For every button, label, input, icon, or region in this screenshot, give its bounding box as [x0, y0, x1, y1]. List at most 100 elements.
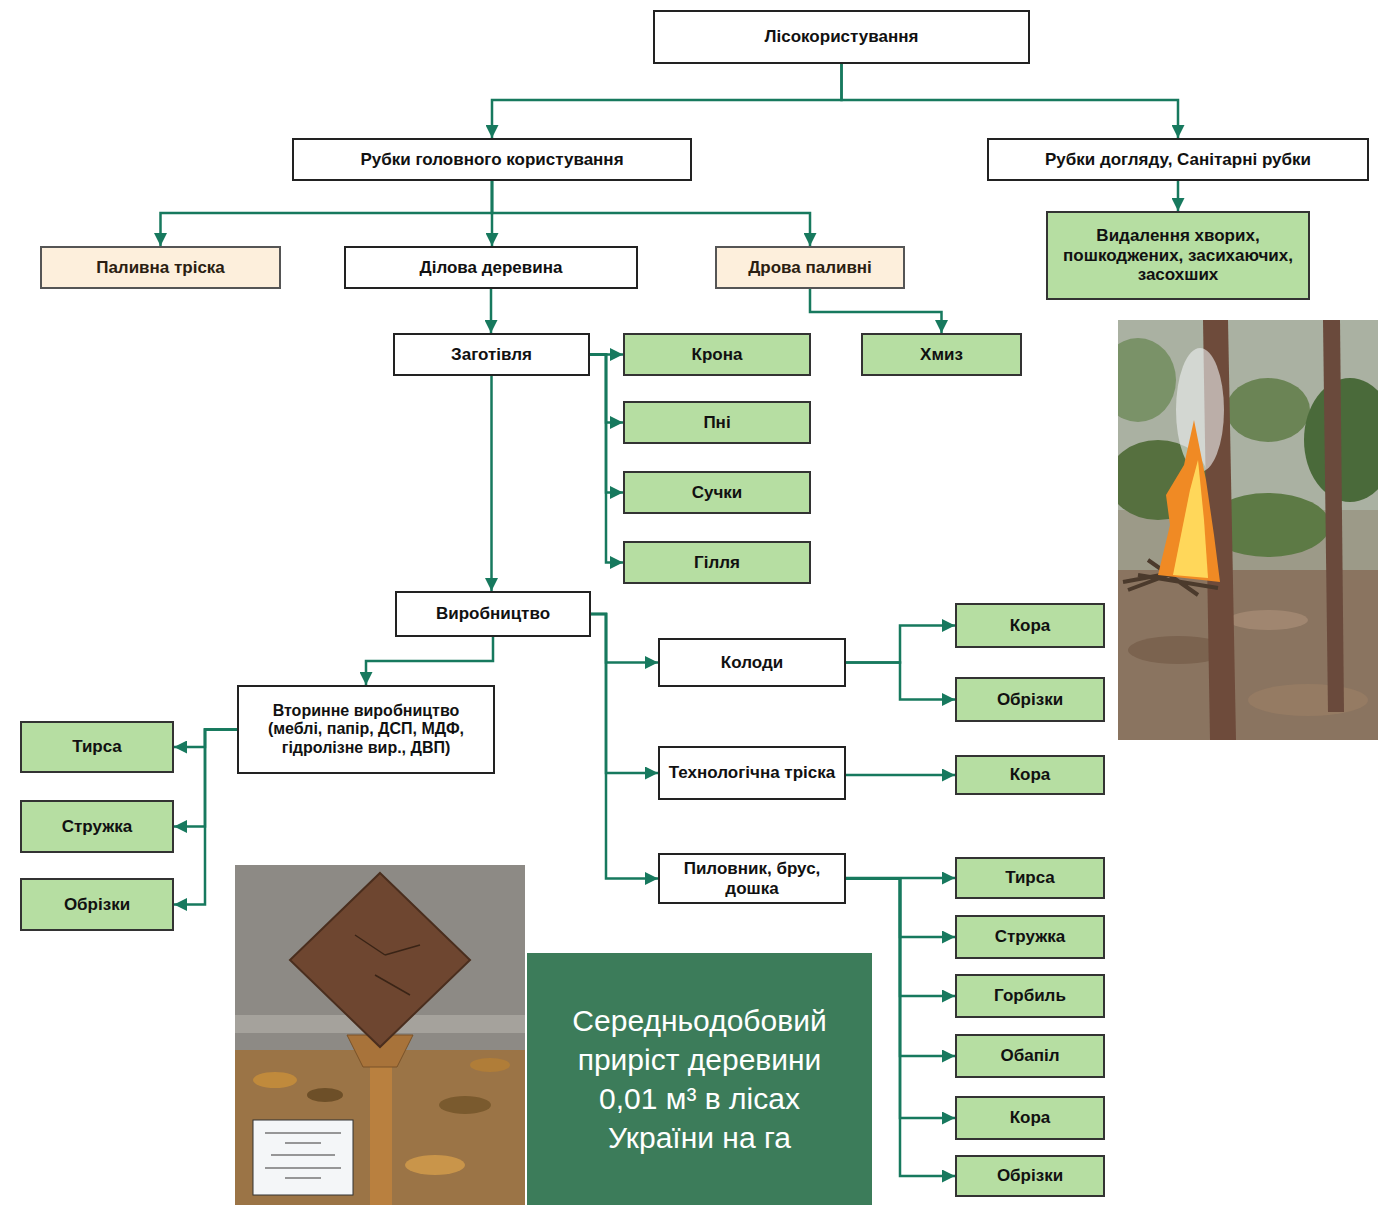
residue-box: Хмиз	[861, 333, 1022, 376]
box-label: Рубки головного користування	[360, 150, 623, 170]
residue-box: Кора	[955, 603, 1105, 648]
box-label: Виробництво	[436, 604, 550, 624]
residue-box: Обрізки	[955, 677, 1105, 722]
leaf	[439, 1096, 491, 1114]
residue-box: Горбиль	[955, 974, 1105, 1018]
box-label: Обрізки	[64, 895, 130, 915]
residue-box: Видалення хворих, пошкоджених, засихаючи…	[1046, 211, 1310, 300]
residue-box: Тирса	[20, 721, 174, 773]
process-box: Заготівля	[393, 333, 590, 376]
leaf	[405, 1155, 465, 1175]
box-label: Ділова деревина	[420, 258, 563, 278]
connector-arrow	[842, 64, 1179, 138]
residue-box: Обрізки	[955, 1155, 1105, 1197]
box-label: Рубки догляду, Санітарні рубки	[1045, 150, 1311, 170]
box-label: Заготівля	[451, 345, 532, 365]
box-label: Пиловник, брус, дошка	[668, 859, 836, 898]
box-label: Кора	[1010, 765, 1051, 785]
ground-leaves	[235, 1050, 525, 1205]
sign-lines	[265, 1133, 341, 1178]
connector-arrow	[591, 614, 658, 773]
box-label: Стружка	[995, 927, 1065, 947]
process-box: Колоди	[658, 638, 846, 687]
leaf	[253, 1072, 297, 1088]
box-label: Кора	[1010, 1108, 1051, 1128]
cube-photo	[235, 865, 525, 1205]
box-label: Колоди	[721, 653, 783, 673]
box-label: Обрізки	[997, 1166, 1063, 1186]
residue-box: Обапіл	[955, 1034, 1105, 1078]
leaf-litter	[1248, 684, 1368, 716]
wood-cracks	[355, 935, 420, 995]
pine-foliage	[1226, 378, 1310, 442]
residue-box: Кора	[955, 1096, 1105, 1140]
info-panel: Середньодобовий приріст деревини 0,01 м³…	[527, 953, 872, 1205]
connector-arrow	[590, 355, 623, 563]
connector-arrow	[846, 626, 955, 663]
wood-cube	[290, 873, 470, 1047]
box-label: Обапіл	[1001, 1046, 1060, 1066]
residue-box: Гілля	[623, 541, 811, 584]
connector-arrow	[174, 730, 237, 905]
box-label: Вторинне виробництво (меблі, папір, ДСП,…	[247, 702, 485, 757]
leaf-litter	[1228, 610, 1308, 630]
leaf	[470, 1058, 510, 1072]
box-label: Кора	[1010, 616, 1051, 636]
box-label: Паливна тріска	[96, 258, 225, 278]
flame-core	[1173, 460, 1208, 578]
residue-box: Обрізки	[20, 878, 174, 931]
process-box: Технологічна тріска	[658, 746, 846, 800]
residue-box: Крона	[623, 333, 811, 376]
connector-arrow	[492, 181, 810, 246]
connector-arrow	[591, 614, 658, 663]
box-label: Сучки	[692, 483, 743, 503]
residue-box: Пні	[623, 401, 811, 444]
leaf	[307, 1088, 343, 1102]
box-label: Хмиз	[920, 345, 963, 365]
connector-arrow	[810, 289, 942, 333]
tree-trunk	[1323, 320, 1344, 712]
connector-arrow	[366, 637, 493, 685]
box-label: Середньодобовий приріст деревини 0,01 м³…	[547, 1001, 852, 1157]
pine-foliage	[1118, 338, 1176, 422]
residue-box: Стружка	[20, 800, 174, 853]
process-box: Вторинне виробництво (меблі, папір, ДСП,…	[237, 685, 495, 774]
residue-box: Стружка	[955, 915, 1105, 959]
box-label: Гілля	[694, 553, 740, 573]
box-label: Видалення хворих, пошкоджених, засихаючи…	[1056, 226, 1300, 285]
residue-box: Кора	[955, 755, 1105, 795]
box-label: Обрізки	[997, 690, 1063, 710]
product-box: Паливна тріска	[40, 246, 281, 289]
residue-box: Тирса	[955, 857, 1105, 899]
connector-arrow	[161, 181, 493, 246]
flame	[1158, 420, 1220, 582]
connector-arrow	[490, 376, 493, 591]
pavement	[235, 865, 525, 1065]
process-box: Виробництво	[395, 591, 591, 637]
info-sign	[253, 1120, 353, 1195]
fire-photo	[1118, 320, 1378, 740]
process-box: Рубки догляду, Санітарні рубки	[987, 138, 1369, 181]
box-label: Пні	[703, 413, 730, 433]
connector-arrow	[492, 64, 842, 138]
connector-arrow	[490, 289, 493, 333]
box-label: Лісокористування	[765, 27, 919, 47]
connector-arrow	[846, 663, 955, 700]
wooden-post	[370, 1055, 392, 1205]
process-box: Рубки головного користування	[292, 138, 692, 181]
box-label: Технологічна тріска	[669, 763, 835, 783]
residue-box: Сучки	[623, 471, 811, 514]
connector-arrow	[846, 774, 955, 777]
root-box: Лісокористування	[653, 10, 1030, 64]
process-box: Пиловник, брус, дошка	[658, 853, 846, 904]
box-label: Горбиль	[994, 986, 1066, 1006]
product-box: Дрова паливні	[715, 246, 905, 289]
box-label: Тирса	[72, 737, 122, 757]
box-label: Дрова паливні	[748, 258, 872, 278]
box-label: Стружка	[62, 817, 132, 837]
connector-arrow	[1177, 181, 1180, 211]
process-box: Ділова деревина	[344, 246, 638, 289]
box-label: Тирса	[1005, 868, 1055, 888]
box-label: Крона	[692, 345, 743, 365]
